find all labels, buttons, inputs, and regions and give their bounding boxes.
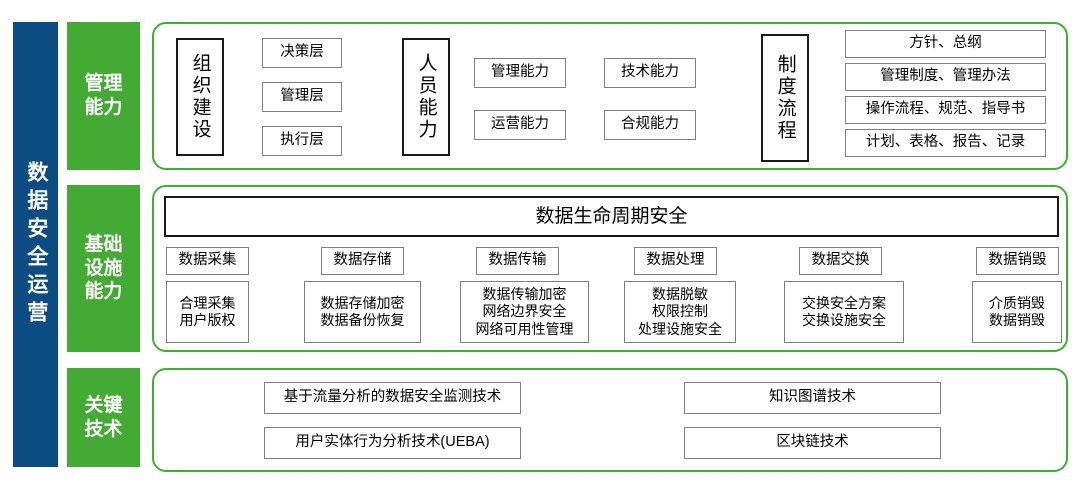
- section-card-management: 组织建设 决策层 管理层 执行层 人员能力 管理能力 技术能力 运营能力 合规能…: [152, 22, 1068, 170]
- stage-detail-collection[interactable]: 合理采集 用户版权: [166, 281, 249, 343]
- stage-header-collection[interactable]: 数据采集: [166, 247, 249, 275]
- row-label-key-technology-line1: 关键: [84, 394, 123, 416]
- tech-traffic-analysis-monitoring[interactable]: 基于流量分析的数据安全监测技术: [264, 382, 521, 414]
- item-plan-form-report-record[interactable]: 计划、表格、报告、记录: [845, 129, 1046, 157]
- stage-detail-transmission[interactable]: 数据传输加密 网络边界安全 网络可用性管理: [460, 281, 589, 343]
- left-banner: 数据安全运营: [13, 22, 58, 467]
- item-management-capability[interactable]: 管理能力: [474, 58, 566, 88]
- row-label-key-technology: 关键 技术: [67, 368, 140, 467]
- tech-knowledge-graph[interactable]: 知识图谱技术: [684, 382, 941, 414]
- tech-ueba[interactable]: 用户实体行为分析技术(UEBA): [264, 427, 521, 459]
- pillar-personnel-capability[interactable]: 人员能力: [402, 38, 450, 156]
- stage-detail-exchange[interactable]: 交换安全方案 交换设施安全: [784, 281, 904, 343]
- row-label-infrastructure-line1: 基础: [84, 233, 123, 255]
- item-policy-outline[interactable]: 方针、总纲: [845, 30, 1046, 58]
- item-management-system-measures[interactable]: 管理制度、管理办法: [845, 63, 1046, 91]
- item-compliance-capability[interactable]: 合规能力: [604, 110, 696, 140]
- tech-blockchain[interactable]: 区块链技术: [684, 427, 941, 459]
- row-label-infrastructure-line2: 设施: [84, 257, 123, 279]
- item-execution-layer[interactable]: 执行层: [262, 126, 342, 156]
- section-card-key-technology: 基于流量分析的数据安全监测技术 知识图谱技术 用户实体行为分析技术(UEBA) …: [152, 368, 1068, 472]
- row-label-key-technology-line2: 技术: [84, 418, 123, 440]
- row-label-infrastructure: 基础 设施 能力: [67, 185, 140, 352]
- stage-header-transmission[interactable]: 数据传输: [476, 247, 559, 275]
- stage-header-destruction[interactable]: 数据销毁: [976, 247, 1059, 275]
- stage-header-processing[interactable]: 数据处理: [634, 247, 717, 275]
- item-operations-capability[interactable]: 运营能力: [474, 110, 566, 140]
- item-decision-layer[interactable]: 决策层: [262, 38, 342, 68]
- pillar-organization-building[interactable]: 组织建设: [176, 38, 224, 156]
- row-label-infrastructure-line3: 能力: [84, 281, 123, 303]
- stage-header-exchange[interactable]: 数据交换: [799, 247, 882, 275]
- item-technical-capability[interactable]: 技术能力: [604, 58, 696, 88]
- item-operation-process-spec-guide[interactable]: 操作流程、规范、指导书: [845, 96, 1046, 124]
- row-label-management-line2: 能力: [84, 97, 123, 118]
- row-label-management-line1: 管理: [84, 73, 123, 95]
- stage-detail-destruction[interactable]: 介质销毁 数据销毁: [972, 281, 1062, 343]
- stage-header-storage[interactable]: 数据存储: [321, 247, 404, 275]
- row-label-management: 管理 能力: [67, 22, 140, 170]
- left-banner-label: 数据安全运营: [24, 160, 48, 329]
- pillar-system-process[interactable]: 制度流程: [761, 34, 809, 162]
- lifecycle-title: 数据生命周期安全: [164, 196, 1059, 237]
- item-management-layer[interactable]: 管理层: [262, 82, 342, 112]
- section-card-infrastructure: 数据生命周期安全 数据采集 数据存储 数据传输 数据处理 数据交换 数据销毁 合…: [152, 185, 1068, 352]
- stage-detail-storage[interactable]: 数据存储加密 数据备份恢复: [304, 281, 421, 343]
- stage-detail-processing[interactable]: 数据脱敏 权限控制 处理设施安全: [624, 281, 736, 343]
